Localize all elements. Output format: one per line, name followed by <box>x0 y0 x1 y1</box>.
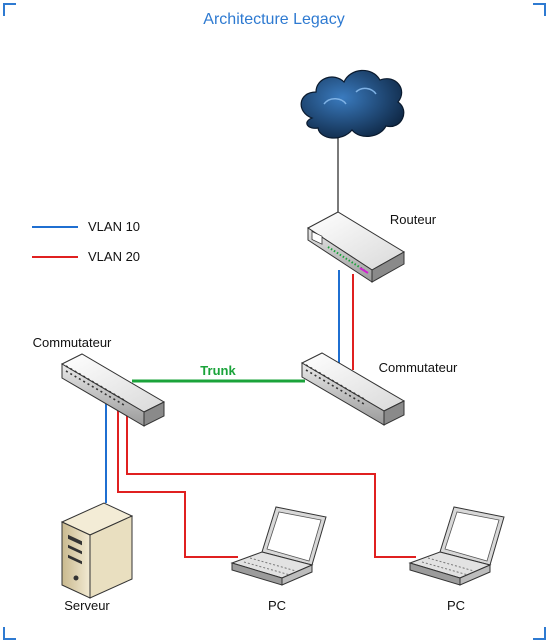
server-icon <box>60 502 134 599</box>
pc-right-label: PC <box>447 598 465 613</box>
laptop-icon-left <box>230 506 327 586</box>
router-label: Routeur <box>390 212 437 227</box>
legend-vlan20-label: VLAN 20 <box>88 249 140 264</box>
switch-right-label: Commutateur <box>379 360 458 375</box>
pc-left-label: PC <box>268 598 286 613</box>
legend: VLAN 10 VLAN 20 <box>32 219 140 264</box>
link-switch-pc-left <box>117 410 238 558</box>
laptop-icon-right <box>408 506 505 586</box>
switch-icon-left <box>60 353 166 427</box>
switch-left-label: Commutateur <box>33 335 112 350</box>
switch-icon-right <box>300 352 406 426</box>
link-switch-pc-right <box>126 414 416 558</box>
server-label: Serveur <box>64 598 110 613</box>
frame-corners <box>3 3 546 640</box>
legend-vlan10-label: VLAN 10 <box>88 219 140 234</box>
cloud-icon <box>300 69 405 139</box>
router-icon <box>307 211 405 283</box>
diagram-title: Architecture Legacy <box>203 11 344 28</box>
trunk-label: Trunk <box>200 363 236 378</box>
links <box>105 138 416 558</box>
